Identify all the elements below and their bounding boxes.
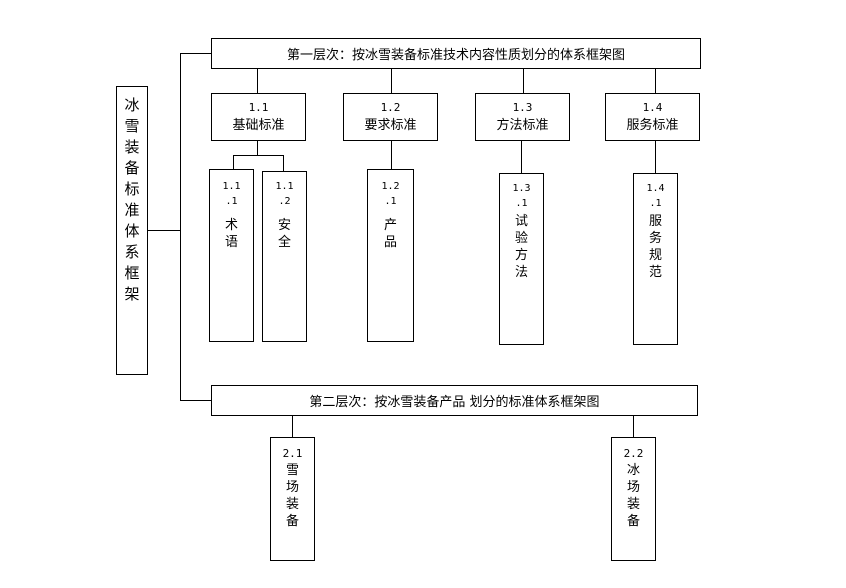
child-box-2-2: 2.2 冰 场 装 备 xyxy=(611,437,656,561)
connector-l1-c3 xyxy=(523,69,524,93)
category-number: 1.1 xyxy=(248,101,269,114)
child-number: 1.1 .2 xyxy=(275,181,294,207)
category-box-1: 1.1 基础标准 xyxy=(211,93,306,141)
level2-title-box: 第二层次：按冰雪装备产品 划分的标准体系框架图 xyxy=(211,385,698,416)
child-label: 雪 场 装 备 xyxy=(285,463,299,529)
child-number: 1.2 .1 xyxy=(381,181,400,207)
category-label: 基础标准 xyxy=(232,118,285,133)
connector-l2-c2 xyxy=(633,415,634,437)
level1-title: 第一层次：按冰雪装备标准技术内容性质划分的体系框架图 xyxy=(286,48,625,63)
connector-spine-to-level2 xyxy=(180,400,211,401)
category-label: 服务标准 xyxy=(626,118,679,133)
child-box-1-1-1: 1.1 .1 术 语 xyxy=(209,169,254,342)
connector-spine xyxy=(180,53,181,401)
connector-c1-child1 xyxy=(233,155,234,169)
category-box-3: 1.3 方法标准 xyxy=(475,93,570,141)
connector-c4-child xyxy=(655,141,656,173)
connector-l1-c4 xyxy=(655,69,656,93)
connector-c1-child2 xyxy=(283,155,284,171)
child-label: 术 语 xyxy=(224,218,238,250)
child-box-1-1-2: 1.1 .2 安 全 xyxy=(262,171,307,342)
connector-root-to-spine xyxy=(148,230,181,231)
connector-spine-to-level1 xyxy=(180,53,211,54)
category-box-2: 1.2 要求标准 xyxy=(343,93,438,141)
child-box-1-4-1: 1.4 .1 服 务 规 范 xyxy=(633,173,678,345)
connector-c1-branch xyxy=(233,155,283,156)
child-label: 安 全 xyxy=(277,218,291,250)
connector-c1-down xyxy=(257,141,258,155)
category-number: 1.4 xyxy=(642,101,663,114)
child-label: 冰 场 装 备 xyxy=(626,463,640,529)
connector-l1-c2 xyxy=(391,69,392,93)
child-box-2-1: 2.1 雪 场 装 备 xyxy=(270,437,315,561)
connector-c2-child xyxy=(391,141,392,169)
connector-l2-c1 xyxy=(292,415,293,437)
child-box-1-2-1: 1.2 .1 产 品 xyxy=(367,169,414,342)
root-label: 冰 雪 装 备 标 准 体 系 框 架 xyxy=(124,96,140,303)
category-number: 1.2 xyxy=(380,101,401,114)
level1-title-box: 第一层次：按冰雪装备标准技术内容性质划分的体系框架图 xyxy=(211,38,701,69)
category-label: 方法标准 xyxy=(496,118,549,133)
category-number: 1.3 xyxy=(512,101,533,114)
level2-title: 第二层次：按冰雪装备产品 划分的标准体系框架图 xyxy=(309,395,600,410)
child-number: 2.1 xyxy=(282,447,303,460)
child-label: 试 验 方 法 xyxy=(514,214,528,280)
child-label: 服 务 规 范 xyxy=(648,214,662,280)
child-number: 1.3 .1 xyxy=(512,183,531,209)
connector-c3-child xyxy=(521,141,522,173)
category-label: 要求标准 xyxy=(364,118,417,133)
child-box-1-3-1: 1.3 .1 试 验 方 法 xyxy=(499,173,544,345)
connector-l1-c1 xyxy=(257,69,258,93)
child-label: 产 品 xyxy=(383,218,397,250)
category-box-4: 1.4 服务标准 xyxy=(605,93,700,141)
child-number: 2.2 xyxy=(623,447,644,460)
root-box: 冰 雪 装 备 标 准 体 系 框 架 xyxy=(116,86,148,375)
child-number: 1.4 .1 xyxy=(646,183,665,209)
child-number: 1.1 .1 xyxy=(222,181,241,207)
